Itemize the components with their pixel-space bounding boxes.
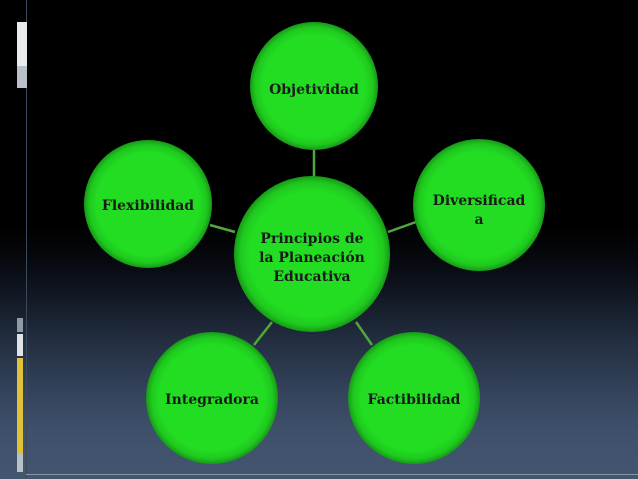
node-left-circle bbox=[84, 140, 212, 268]
decor-block bbox=[17, 22, 27, 66]
node-right-label-line1: Diversificad bbox=[433, 193, 526, 209]
decor-block bbox=[17, 318, 23, 332]
node-bottom-right-circle bbox=[348, 332, 480, 464]
node-bottom-left-label: Integradora bbox=[165, 392, 259, 408]
center-label-line1: Principios de bbox=[260, 231, 363, 247]
decor-block bbox=[17, 334, 23, 356]
node-bottom-right-label: Factibilidad bbox=[368, 392, 461, 408]
decor-block bbox=[17, 66, 27, 88]
center-circle bbox=[234, 176, 390, 332]
center-label-line3: Educativa bbox=[273, 269, 350, 285]
node-left-label: Flexibilidad bbox=[102, 198, 194, 214]
connector-left bbox=[209, 223, 236, 234]
decor-block-accent bbox=[17, 358, 23, 454]
left-rule bbox=[26, 0, 27, 479]
connector-right bbox=[387, 220, 417, 234]
node-top-label: Objetividad bbox=[269, 82, 359, 98]
node-right-circle bbox=[413, 139, 545, 271]
node-bottom-left-circle bbox=[146, 332, 278, 464]
bottom-rule bbox=[26, 474, 638, 475]
node-top-circle bbox=[250, 22, 378, 150]
node-right-label-line2: a bbox=[474, 212, 483, 228]
connector-bottom-left bbox=[253, 321, 273, 346]
decor-block bbox=[17, 454, 23, 472]
center-label-line2: la Planeación bbox=[259, 250, 365, 266]
connector-bottom-right bbox=[354, 321, 374, 346]
